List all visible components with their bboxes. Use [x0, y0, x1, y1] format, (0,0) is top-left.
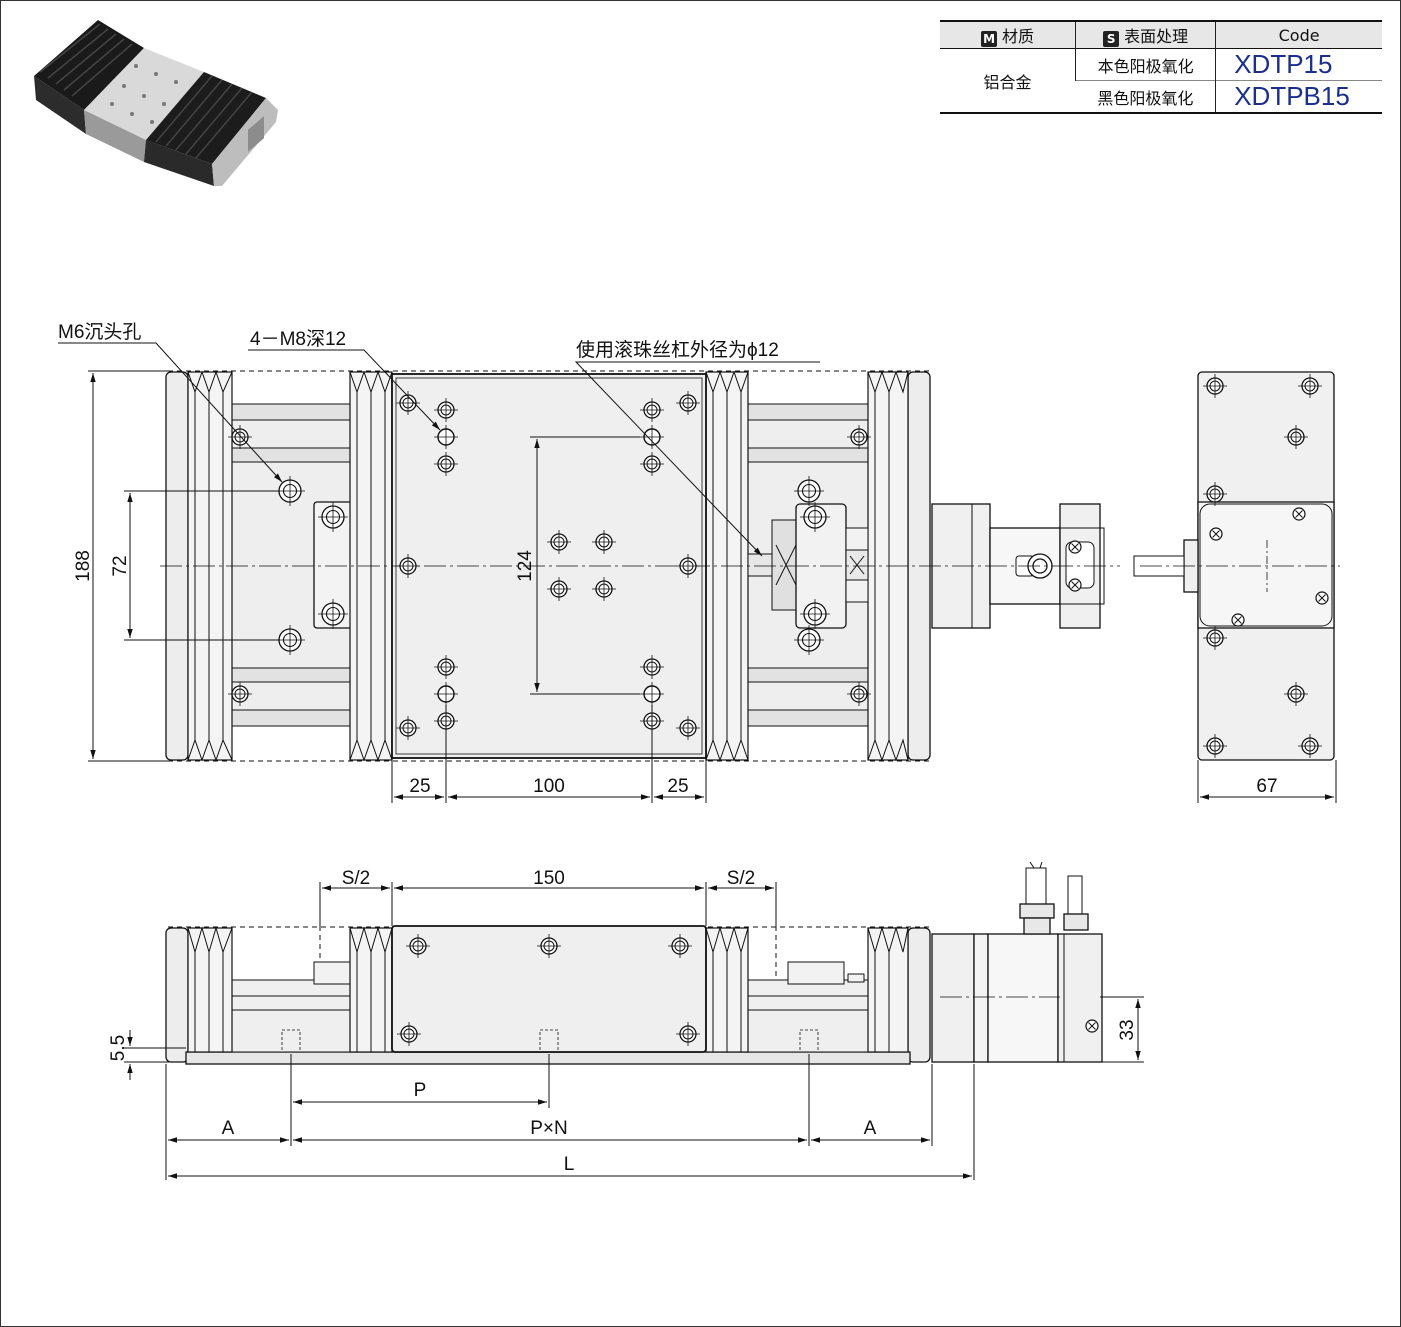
spec-row: 黑色阳极氧化 XDTPB15 — [940, 80, 1382, 113]
dim-s-half-left: S/2 — [342, 868, 371, 889]
callout-ballscrew: 使用滚珠丝杠外径为ϕ12 — [576, 339, 779, 361]
code-cell: XDTPB15 — [1215, 80, 1382, 113]
top-view — [160, 370, 1120, 762]
dim-25-left: 25 — [409, 776, 430, 797]
dim-a-left: A — [222, 1118, 235, 1139]
dim-p-times-n: P×N — [530, 1118, 568, 1139]
dim-188: 188 — [73, 550, 94, 582]
dim-124: 124 — [515, 550, 536, 582]
material-cell: 铝合金 — [940, 48, 1076, 114]
dim-l: L — [564, 1154, 575, 1175]
callout-tapped-holes: 4－M8深12 — [250, 328, 346, 350]
dim-67: 67 — [1256, 776, 1277, 797]
dim-25-right: 25 — [667, 776, 688, 797]
dim-p: P — [414, 1080, 427, 1101]
spec-row: 铝合金 本色阳极氧化 XDTP15 — [940, 48, 1382, 114]
end-view — [1133, 371, 1340, 761]
end-view-dimensions — [1197, 760, 1337, 803]
dim-72: 72 — [110, 555, 131, 576]
front-view-labels: S/2 150 S/2 5.5 33 P A P×N A L — [108, 868, 1138, 1175]
callout-counterbore: M6沉头孔 — [58, 321, 141, 343]
surface-cell: 黑色阳极氧化 — [1097, 88, 1194, 108]
material-badge: M — [981, 31, 998, 47]
top-view-labels: 188 72 124 25 100 25 M6沉头孔 4－M8深12 使用滚珠丝… — [58, 321, 779, 797]
code-header: Code — [1215, 21, 1382, 49]
product-photo — [34, 20, 278, 186]
top-view-dimensions — [58, 342, 820, 803]
surface-cell: 本色阳极氧化 — [1075, 48, 1216, 81]
dim-s-half-right: S/2 — [727, 868, 756, 889]
surface-badge: S — [1103, 31, 1120, 47]
code-cell: XDTP15 — [1215, 48, 1382, 81]
material-header-label: 材质 — [1002, 27, 1035, 46]
dim-33: 33 — [1117, 1019, 1138, 1040]
dim-a-right: A — [864, 1118, 877, 1139]
dim-5-5: 5.5 — [108, 1035, 129, 1061]
dim-150: 150 — [533, 868, 565, 889]
surface-header-label: 表面处理 — [1124, 27, 1189, 46]
front-view-dimensions — [124, 882, 1144, 1180]
dim-100: 100 — [533, 776, 565, 797]
front-view — [165, 861, 1103, 1065]
